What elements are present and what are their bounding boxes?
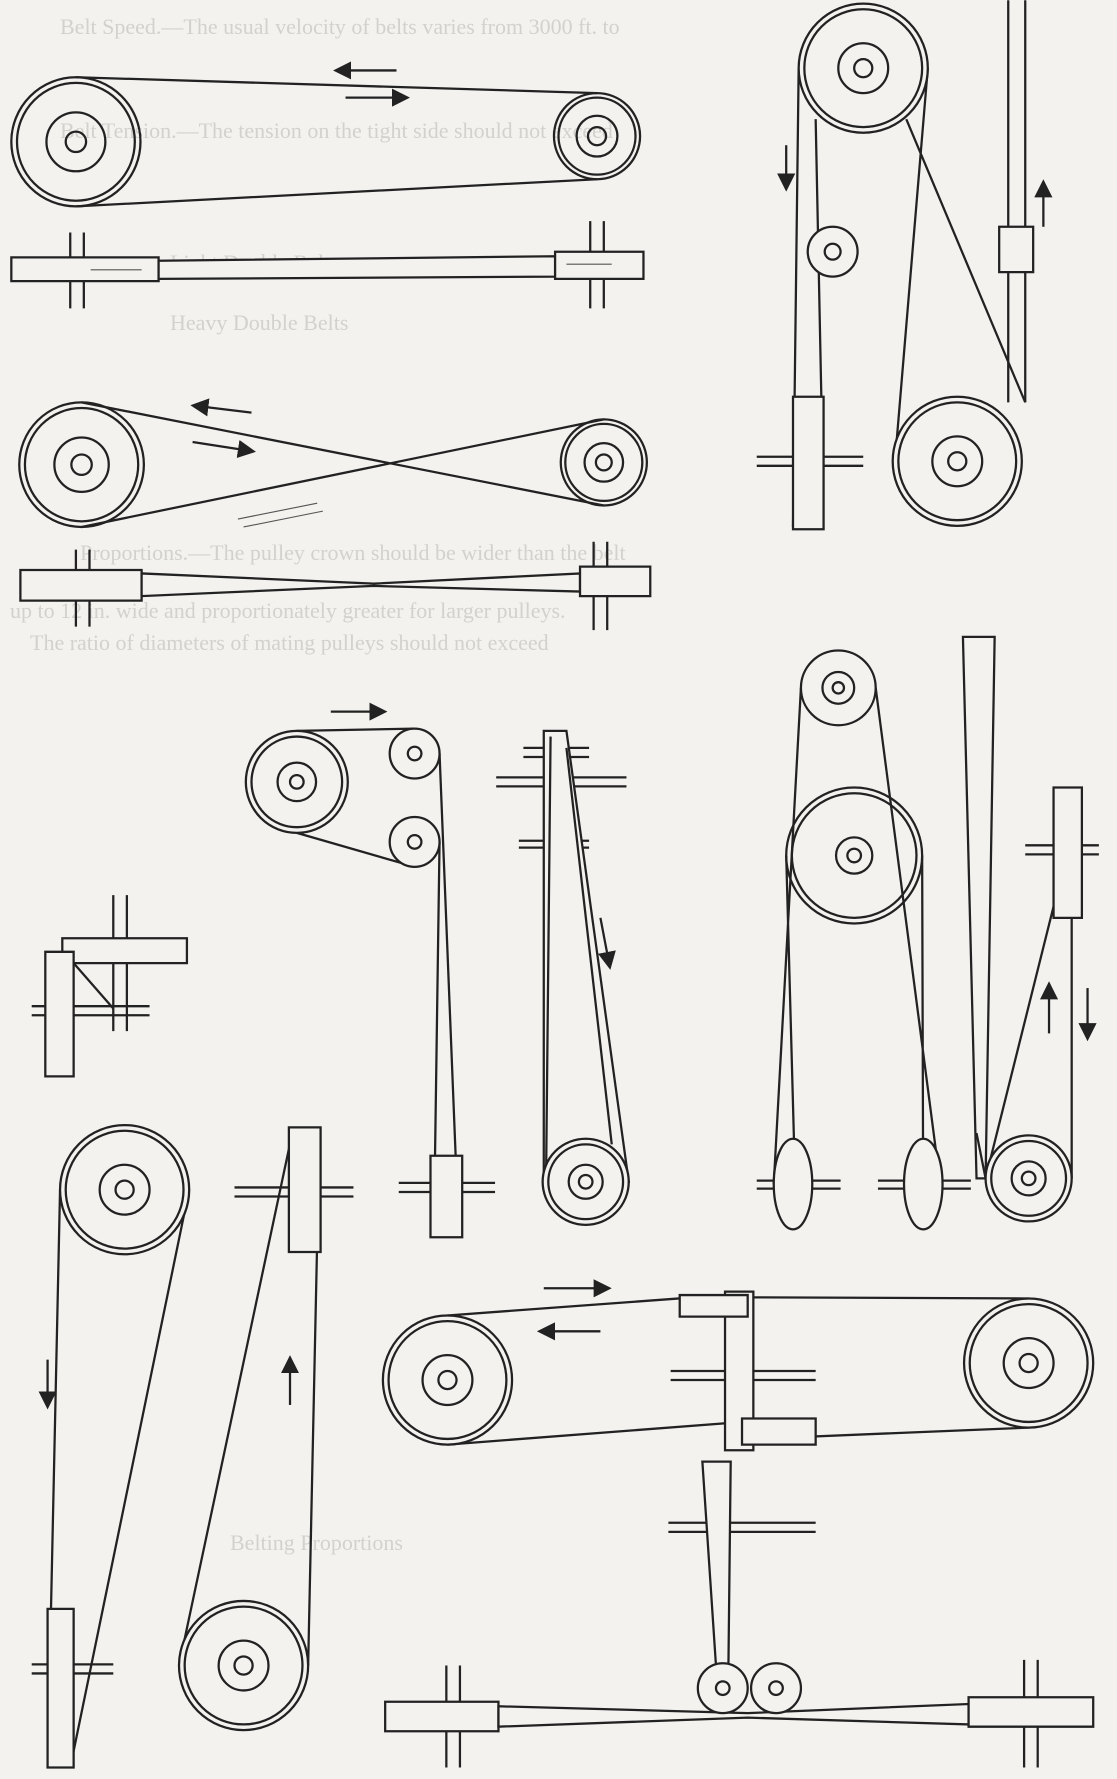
twisted-belt-drive: [496, 729, 631, 1226]
right-angle-drive-with-guide: [381, 1279, 1095, 1452]
bleed-line: Belting Proportions: [230, 1530, 403, 1555]
arrow-left-icon: [190, 398, 252, 417]
belt-with-two-idler-pulleys: [244, 702, 496, 1239]
mule-pulley-drive: [31, 895, 189, 1078]
quarter-turn-belt-long: [961, 635, 1099, 1223]
vertical-shaft-drive: [756, 649, 971, 1231]
bleed-line: Proportions.—The pulley crown should be …: [80, 540, 626, 565]
arrow-right-icon: [192, 440, 256, 458]
bleed-line: Belt Tension.—The tension on the tight s…: [60, 118, 613, 143]
bleed-line: Heavy Double Belts: [170, 310, 349, 335]
bleed-line: Belt Speed.—The usual velocity of belts …: [60, 14, 620, 39]
crossed-belt-plan: [19, 541, 652, 631]
bleed-line: The ratio of diameters of mating pulleys…: [30, 630, 549, 655]
drive-with-guide-rollers: [384, 1460, 1095, 1768]
right-angle-drive-long: [31, 1124, 354, 1769]
open-belt-plan: [10, 221, 645, 309]
quarter-turn-belt-with-idler: [756, 0, 1053, 531]
crossed-belt-elevation: [18, 398, 648, 529]
arrow-down-icon: [598, 917, 616, 970]
open-belt-elevation: [10, 61, 642, 208]
bleed-line: up to 12 in. wide and proportionately gr…: [10, 598, 566, 623]
